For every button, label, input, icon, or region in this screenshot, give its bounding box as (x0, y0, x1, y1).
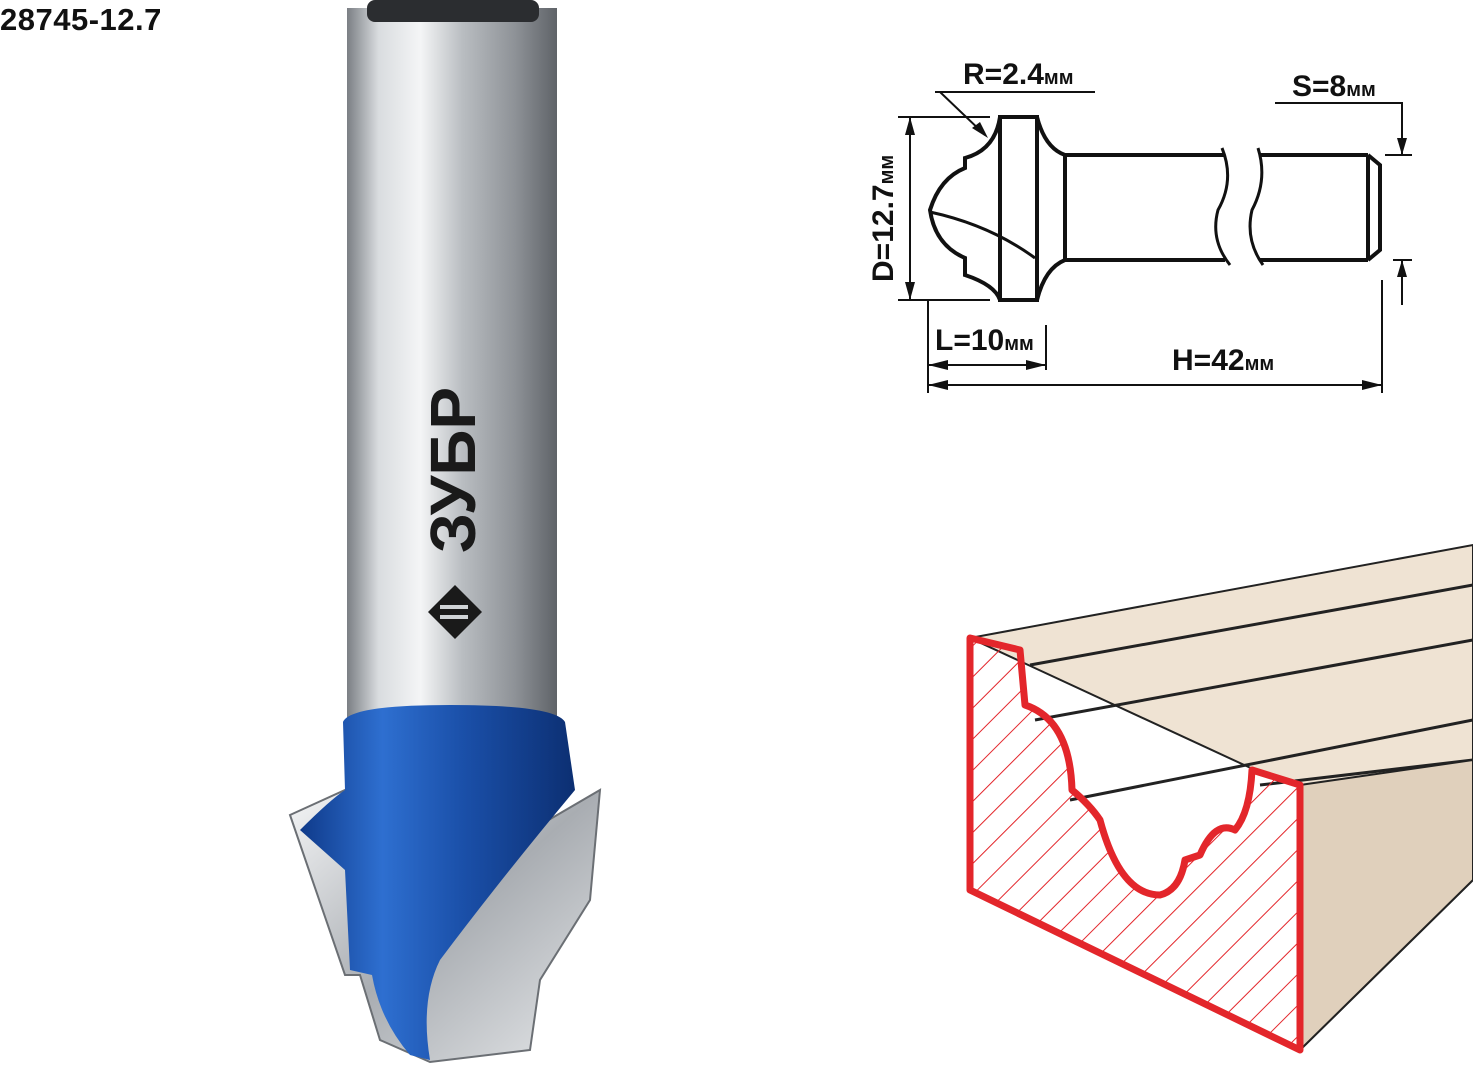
wood-profile-illustration (966, 543, 1473, 1054)
article-number: 28745-12.7 (0, 2, 162, 37)
shank-end-cap (367, 0, 539, 22)
section-hatched (966, 634, 1304, 1054)
shank-label: S=8мм (1292, 70, 1376, 103)
cut-length-label: L=10мм (935, 324, 1034, 357)
brand-logo-text: ЗУБР (417, 387, 489, 553)
bit-head-blue (300, 705, 575, 1060)
radius-label: R=2.4мм (963, 58, 1074, 91)
diameter-label: D=12.7мм (867, 155, 900, 282)
brand-logo-icon (428, 585, 482, 639)
total-length-label: H=42мм (1172, 344, 1274, 377)
dimension-drawing (898, 91, 1412, 393)
router-bit: ЗУБР (288, 0, 602, 1064)
dimension-labels: R=2.4мм S=8мм D=12.7мм L=10мм H=42мм (867, 58, 1376, 377)
